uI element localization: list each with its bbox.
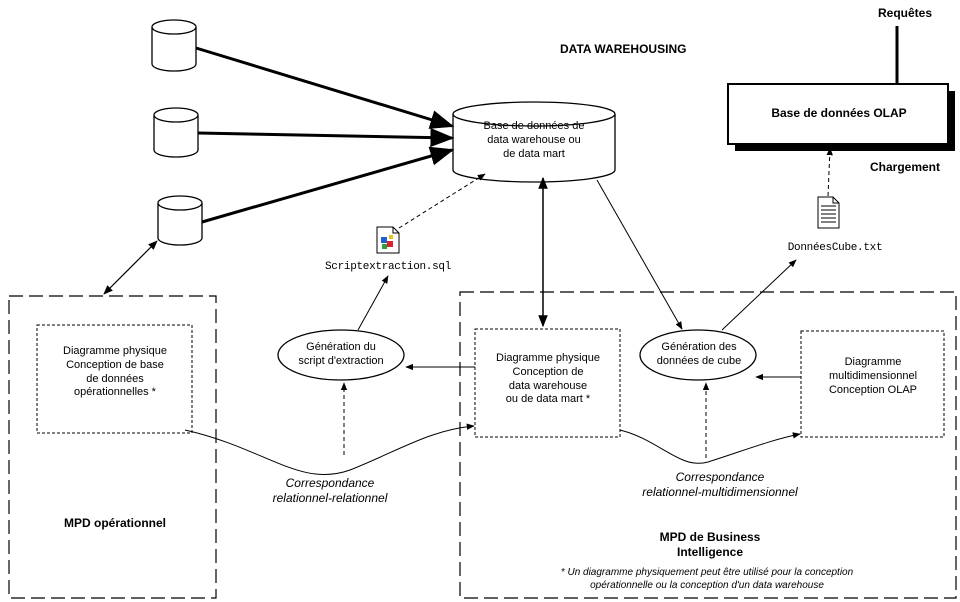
mpd-operational-title: MPD opérationnel [63,516,166,530]
text-file-icon [817,196,840,229]
olap-diagram-box [800,330,945,438]
arrow-warehouse-to-cubegen [596,179,683,330]
diagram-title: DATA WAREHOUSING [560,42,687,56]
cube-gen-label: Génération des données de cube [656,341,742,367]
arrow-source1-warehouse [195,46,455,129]
script-gen-label: Génération du script d'extraction [298,341,384,367]
operational-diagram-box [36,324,193,434]
source-database-1 [151,19,197,72]
arrow-scriptgen-to-sql [357,275,389,331]
arrow-source3-operational [103,240,158,295]
arrow-cubegen-to-cubefile [721,259,797,331]
operational-diagram-label: Diagramme physique Conception de base de… [63,345,167,399]
footnote: * Un diagramme physiquement peut être ut… [560,567,854,591]
script-gen-ellipse [277,329,405,381]
warehouse-database-shape [452,101,616,183]
arrow-cube-file-to-olap [826,147,833,197]
requetes-label: Requêtes [877,6,933,20]
mapping-label-rel-rel: Correspondance relationnel-relationnel [272,476,388,505]
mpd-bi-frame [459,291,957,599]
chargement-label: Chargement [869,160,940,174]
mpd-operational-frame [8,295,217,599]
olap-db-box [727,83,949,145]
mapping-curve-rel-rel [184,423,475,475]
olap-database-label: Base de données OLAP [771,106,907,120]
source-database-3 [157,195,203,246]
arrow-sql-to-warehouse [398,173,486,229]
warehouse-diagram-box [474,328,621,438]
warehouse-diagram-label: Diagramme physique Conception de data wa… [496,352,600,406]
mapping-label-rel-multi: Correspondance relationnel-multidimensio… [642,470,798,499]
sql-file-icon [376,226,400,254]
mapping-curve-rel-multi [619,429,801,464]
mpd-bi-title: MPD de Business Intelligence [659,530,761,559]
cube-file-name: DonnéesCube.txt [787,242,883,254]
arrow-source3-warehouse [201,146,455,224]
sql-file-name: Scriptextraction.sql [324,261,452,273]
warehouse-database-label: Base de données de data warehouse ou de … [483,120,585,160]
cube-gen-ellipse [639,329,757,381]
olap-diagram-label: Diagramme multidimensionnel Conception O… [828,356,918,396]
source-database-2 [153,107,199,158]
arrow-source2-warehouse [197,127,455,148]
